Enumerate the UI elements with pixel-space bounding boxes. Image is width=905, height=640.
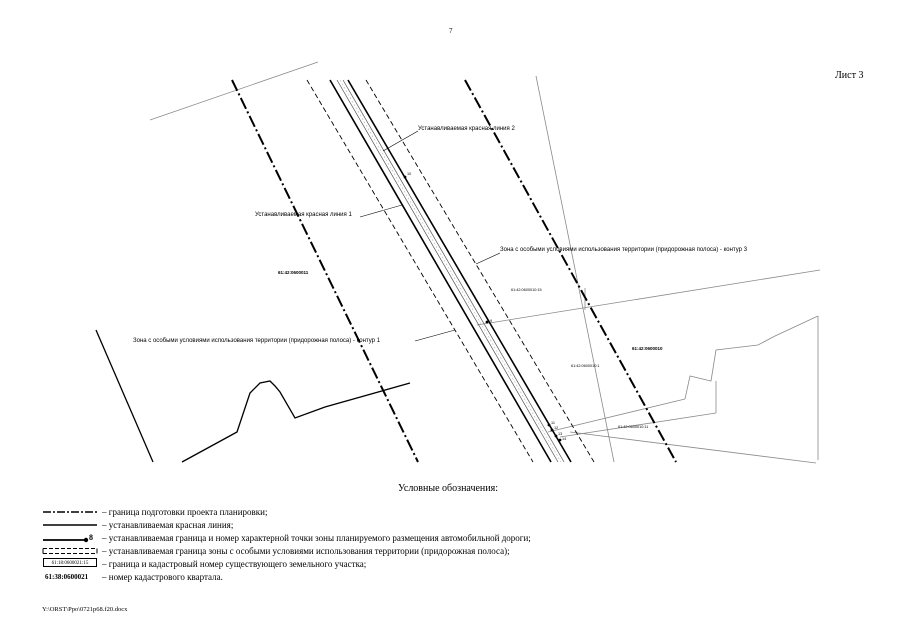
characteristic-point: [403, 175, 407, 179]
parcel-code-north: 61:42:0600010:15: [511, 288, 542, 292]
point-line-icon: 8: [43, 533, 93, 543]
parcel-code-south: 61:42:0600010:11: [618, 425, 648, 429]
legend-text: – граница и кадастровый номер существующ…: [102, 559, 367, 569]
legend-text: – устанавливаемая граница зоны с особыми…: [102, 546, 510, 556]
point-label: 14: [562, 437, 566, 441]
sheet-label: Лист 3: [835, 70, 864, 81]
legend-item-characteristic-point: 8 – устанавливаемая граница и номер хара…: [42, 532, 862, 544]
characteristic-points: [403, 175, 562, 442]
legend-title: Условные обозначения:: [398, 483, 499, 494]
dash-dot-line-icon: [43, 511, 97, 513]
legend-item-parcel: 61:18:0600021:15 – граница и кадастровый…: [42, 558, 862, 570]
parcel-code-sample: 61:18:0600021:15: [43, 558, 97, 567]
characteristic-point: [558, 438, 562, 442]
characteristic-point: [547, 423, 551, 427]
legend-text: – граница подготовки проекта планировки;: [102, 507, 268, 517]
solid-line-icon: [43, 524, 97, 526]
label-red-line-2: Устанавливаемая красная линия 2: [418, 126, 515, 132]
legend-item-kvartal: 61:38:0600021 – номер кадастрового кварт…: [42, 571, 862, 583]
planning-map: Устанавливаемая красная линия 2 Устанавл…: [95, 61, 821, 464]
point-label: 10: [407, 172, 411, 176]
label-red-line-1: Устанавливаемая красная линия 1: [255, 212, 352, 218]
legend-item-planning-boundary: – граница подготовки проекта планировки;: [42, 506, 862, 518]
parcel-boundaries: [149, 61, 821, 464]
land-boundary: [95, 329, 411, 463]
point-label: 9: [490, 319, 492, 323]
label-zone-contour-3: Зона с особыми условиями использования т…: [500, 247, 748, 253]
characteristic-point: [554, 434, 558, 438]
kvartal-code-east: 61:42:0600010: [632, 346, 663, 351]
planning-boundary-line: [231, 79, 677, 463]
legend-text: – устанавливаемая красная линия;: [102, 520, 234, 530]
road-corridor: [329, 79, 572, 463]
legend-item-roadside-zone: – устанавливаемая граница зоны с особыми…: [42, 545, 862, 557]
point-label: 11: [551, 421, 555, 425]
characteristic-point: [550, 428, 554, 432]
legend-text: – номер кадастрового квартала.: [102, 572, 223, 582]
characteristic-point: [485, 320, 489, 324]
file-path: Y:\ORST\Ppo\0721p68.f20.docx: [42, 606, 128, 613]
dashed-double-line-icon: [42, 548, 98, 554]
kvartal-code-sample: 61:38:0600021: [45, 573, 89, 581]
kvartal-code-west: 61:42:0600011: [278, 270, 309, 275]
point-label: 13: [558, 432, 562, 436]
legend-item-red-line: – устанавливаемая красная линия;: [42, 519, 862, 531]
roadside-zone-boundary: [306, 79, 595, 463]
parcel-code-middle: 61:42:0600010:1: [571, 364, 600, 368]
point-label: 12: [554, 426, 558, 430]
legend-text: – устанавливаемая граница и номер характ…: [102, 533, 531, 543]
legend-point-number: 8: [89, 533, 93, 542]
page-number: 7: [449, 27, 453, 35]
label-leaders: [359, 130, 501, 342]
label-zone-contour-1: Зона с особыми условиями использования т…: [133, 338, 381, 344]
